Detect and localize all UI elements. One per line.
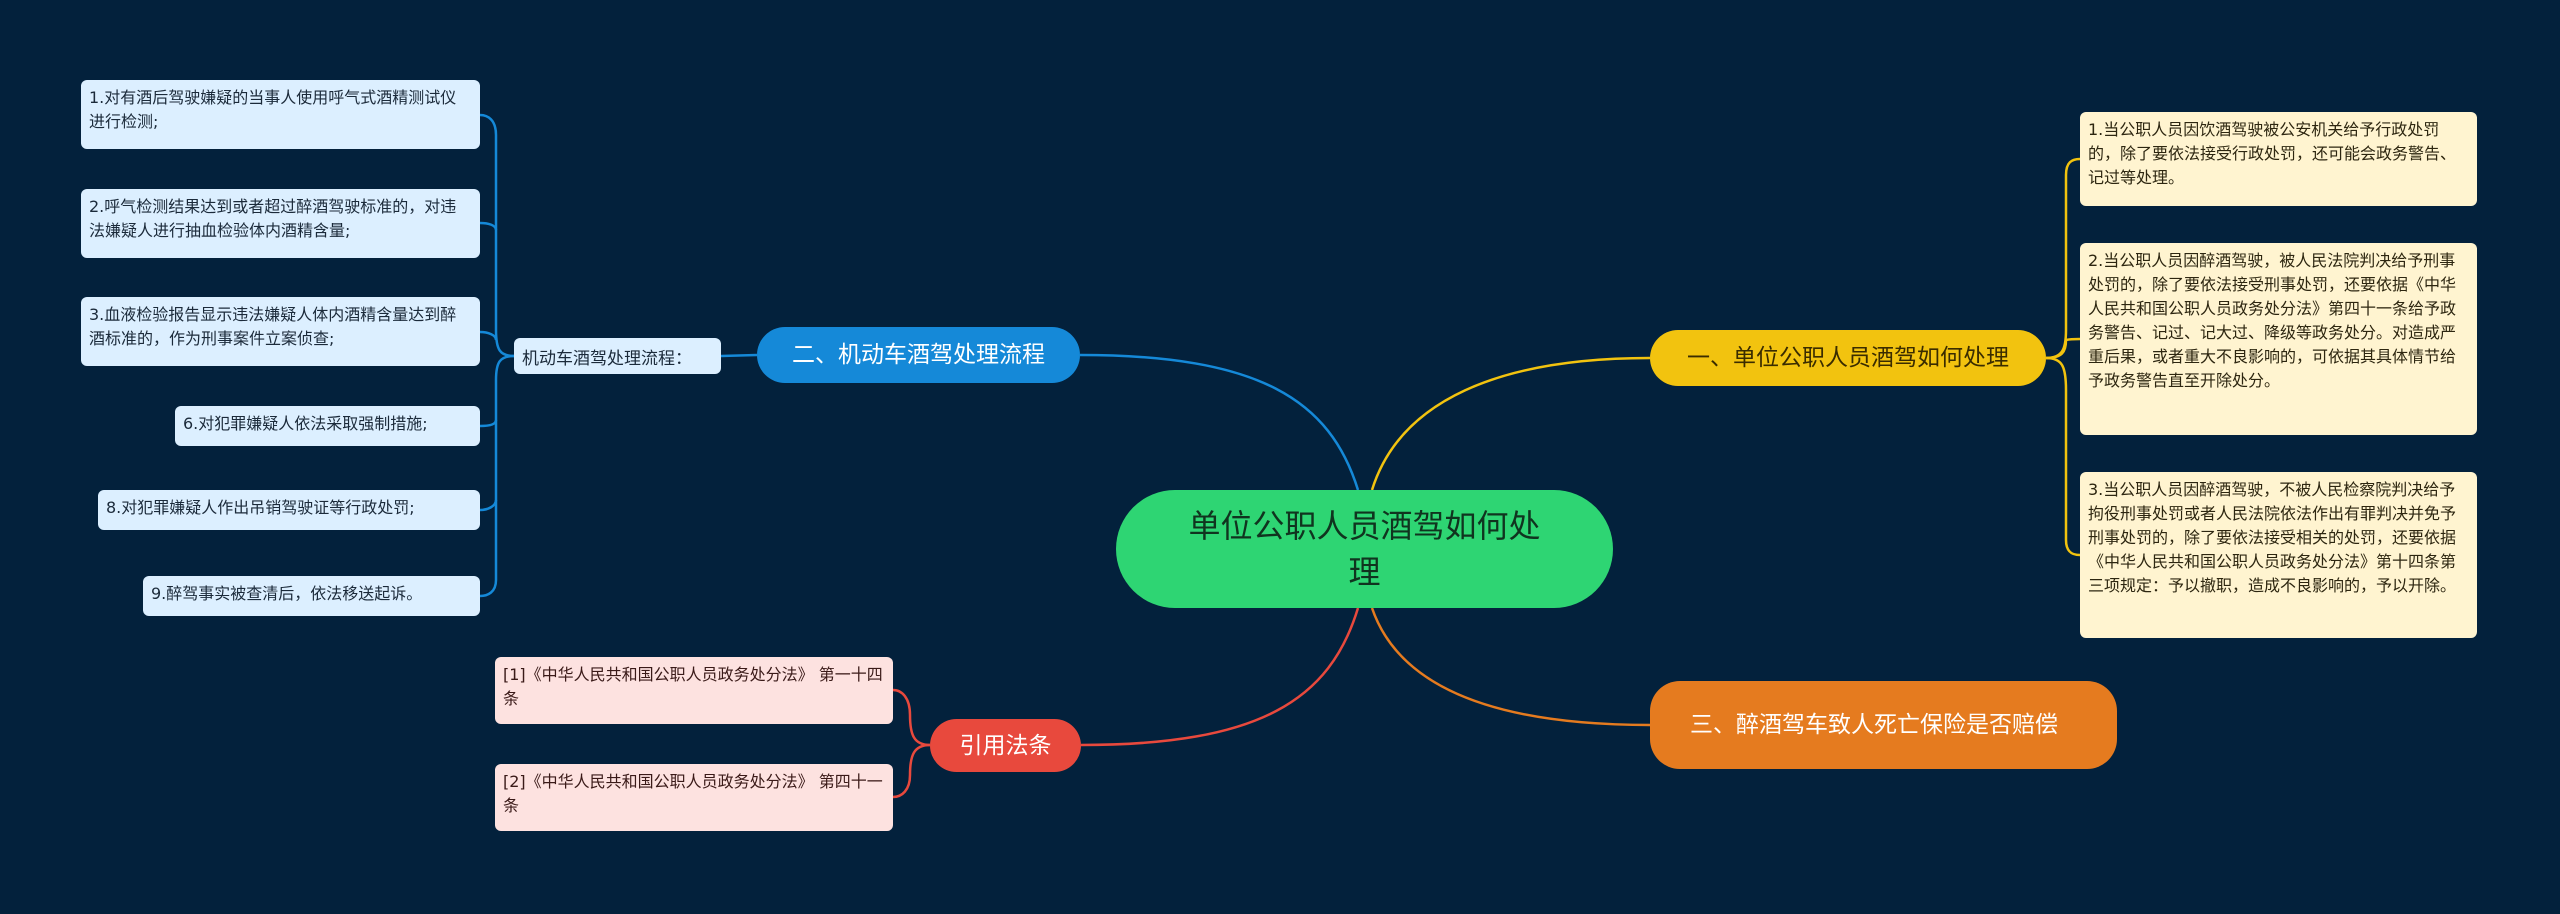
process-step[interactable]: 9.醉驾事实被查清后，依法移送起诉。 xyxy=(143,576,480,616)
handling-item-text: 1.当公职人员因饮酒驾驶被公安机关给予行政处罚的，除了要依法接受行政处罚，还可能… xyxy=(2088,120,2457,187)
branch-handling-label: 一、单位公职人员酒驾如何处理 xyxy=(1687,345,2009,371)
branch-process[interactable]: 二、机动车酒驾处理流程 xyxy=(757,327,1080,383)
process-step-text: 8.对犯罪嫌疑人作出吊销驾驶证等行政处罚; xyxy=(106,498,415,517)
process-step[interactable]: 1.对有酒后驾驶嫌疑的当事人使用呼气式酒精测试仪进行检测; xyxy=(81,80,480,149)
branch-insurance[interactable]: 三、醉酒驾车致人死亡保险是否赔偿 xyxy=(1650,681,2117,769)
central-topic[interactable]: 单位公职人员酒驾如何处理 xyxy=(1116,490,1613,608)
process-subtopic[interactable]: 机动车酒驾处理流程： xyxy=(514,338,721,374)
branch-laws-label: 引用法条 xyxy=(959,732,1052,759)
link-center-law xyxy=(1080,607,1360,747)
handling-item-text: 2.当公职人员因醉酒驾驶，被人民法院判决给予刑事处罚的，除了要依法接受刑事处罚，… xyxy=(2088,251,2457,390)
process-step-text: 9.醉驾事实被查清后，依法移送起诉。 xyxy=(151,584,423,603)
law-reference-text: [2]《中华人民共和国公职人员政务处分法》 第四十一条 xyxy=(503,772,883,815)
branch-handling[interactable]: 一、单位公职人员酒驾如何处理 xyxy=(1650,330,2046,386)
process-step-text: 3.血液检验报告显示违法嫌疑人体内酒精含量达到醉酒标准的，作为刑事案件立案侦查; xyxy=(89,305,457,348)
link-left2-mid xyxy=(720,353,758,358)
process-step[interactable]: 6.对犯罪嫌疑人依法采取强制措施; xyxy=(175,406,480,446)
handling-item[interactable]: 1.当公职人员因饮酒驾驶被公安机关给予行政处罚的，除了要依法接受行政处罚，还可能… xyxy=(2080,112,2477,206)
law-reference[interactable]: [1]《中华人民共和国公职人员政务处分法》 第一十四条 xyxy=(495,657,893,724)
process-step-text: 2.呼气检测结果达到或者超过醉酒驾驶标准的，对违法嫌疑人进行抽血检验体内酒精含量… xyxy=(89,197,457,240)
process-step-text: 6.对犯罪嫌疑人依法采取强制措施; xyxy=(183,414,428,433)
handling-item-text: 3.当公职人员因醉酒驾驶，不被人民检察院判决给予拘役刑事处罚或者人民法院依法作出… xyxy=(2088,480,2457,595)
branch-insurance-label: 三、醉酒驾车致人死亡保险是否赔偿 xyxy=(1690,712,2058,738)
process-step-text: 1.对有酒后驾驶嫌疑的当事人使用呼气式酒精测试仪进行检测; xyxy=(89,88,457,131)
process-step[interactable]: 8.对犯罪嫌疑人作出吊销驾驶证等行政处罚; xyxy=(98,490,480,530)
handling-item[interactable]: 3.当公职人员因醉酒驾驶，不被人民检察院判决给予拘役刑事处罚或者人民法院依法作出… xyxy=(2080,472,2477,638)
handling-item[interactable]: 2.当公职人员因醉酒驾驶，被人民法院判决给予刑事处罚的，除了要依法接受刑事处罚，… xyxy=(2080,243,2477,435)
central-topic-label: 单位公职人员酒驾如何处理 xyxy=(1188,507,1541,591)
link-center-left2 xyxy=(1079,353,1360,491)
process-step[interactable]: 3.血液检验报告显示违法嫌疑人体内酒精含量达到醉酒标准的，作为刑事案件立案侦查; xyxy=(81,297,480,366)
branch-process-label: 二、机动车酒驾处理流程 xyxy=(792,342,1045,368)
law-reference[interactable]: [2]《中华人民共和国公职人员政务处分法》 第四十一条 xyxy=(495,764,893,831)
process-step[interactable]: 2.呼气检测结果达到或者超过醉酒驾驶标准的，对违法嫌疑人进行抽血检验体内酒精含量… xyxy=(81,189,480,258)
branch-laws[interactable]: 引用法条 xyxy=(930,719,1081,772)
link-center-right3 xyxy=(1370,607,1651,727)
link-center-right1 xyxy=(1370,356,1651,491)
law-reference-text: [1]《中华人民共和国公职人员政务处分法》 第一十四条 xyxy=(503,665,883,708)
process-subtopic-label: 机动车酒驾处理流程： xyxy=(522,348,692,369)
